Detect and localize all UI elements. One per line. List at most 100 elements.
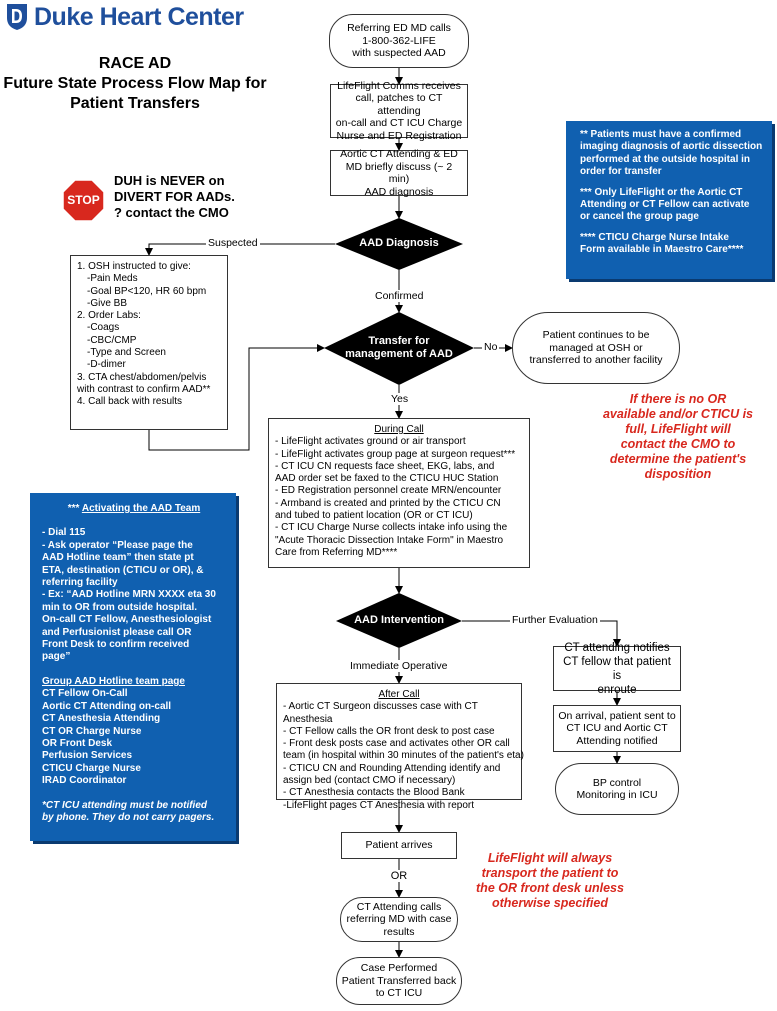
text-line: LifeFlight Comms receives [337, 79, 461, 92]
page-title: RACE AD Future State Process Flow Map fo… [0, 54, 270, 114]
text-line: -LifeFlight pages CT Anesthesia with rep… [283, 799, 475, 811]
divert-warning-line-1: DUH is NEVER on [114, 173, 225, 188]
text-line: management of AAD [345, 348, 453, 360]
divert-warning-line-2: DIVERT FOR AADs. [114, 189, 235, 204]
duke-heart-center-logo: Duke Heart Center [6, 0, 276, 34]
list-item: -Goal BP<120, HR 60 bpm [87, 285, 207, 297]
text-line: AAD diagnosis [364, 185, 434, 198]
text-line: assign bed (contact CMO if necessary) [283, 775, 456, 787]
text-line: LifeFlight will always [487, 851, 613, 865]
text-line: performed at the outside hospital in [580, 153, 751, 165]
text-line: Form available in Maestro Care**** [580, 244, 744, 256]
list-item: 3. CTA chest/abdomen/pelvis [77, 371, 207, 383]
text-line: disposition [644, 467, 712, 481]
text-line: available and/or CTICU is [602, 407, 754, 421]
text-line: and tubed to patient location (OR or CT … [275, 510, 473, 522]
list-item: 4. Call back with results [77, 396, 183, 408]
text-line: Attending or CT Fellow can activate [580, 199, 750, 211]
text-line: by phone. They do not carry pagers. [42, 811, 215, 823]
edge-label-further-evaluation: Further Evaluation [510, 614, 600, 626]
text-line: - Armband is created and printed by the … [275, 497, 501, 509]
during-call-heading: During Call [374, 424, 424, 435]
text-line: *CT ICU attending must be notified [42, 799, 207, 811]
activating-heading: *** Activating the AAD Team [42, 503, 226, 515]
text-lines: - LifeFlight activates ground or air tra… [275, 436, 523, 559]
text-line: imaging diagnosis of aortic dissection [580, 141, 763, 153]
title-line-1: RACE AD [98, 55, 172, 72]
text-line: MD briefly discuss (~ 2 min) [345, 160, 453, 186]
brand-name: Duke Heart Center [34, 2, 244, 31]
edge-label-no: No [482, 341, 500, 353]
text-line: determine the patient's [609, 452, 747, 466]
text-line: the OR front desk unless [476, 881, 624, 895]
text-line: contact the CMO to [620, 437, 736, 451]
text-line: otherwise specified [491, 896, 608, 910]
text-lines: 1. OSH instructed to give:-Pain Meds-Goa… [77, 261, 221, 409]
title-line-2: Future State Process Flow Map for [3, 75, 267, 92]
text-line: Referring ED MD calls [347, 22, 451, 35]
text-line [580, 179, 764, 187]
text-line: full, LifeFlight will [625, 422, 731, 436]
text-line: managed at OSH or [549, 341, 643, 354]
text-line: *** Only LifeFlight or the Aortic CT [580, 186, 743, 198]
text-line: - ED Registration personnel create MRN/e… [275, 485, 502, 497]
text-line: 1-800-362-LIFE [362, 34, 436, 47]
text-line: Aortic CT Attending & ED [340, 148, 458, 160]
text-line: **** CTICU Charge Nurse Intake [580, 231, 729, 243]
node-during-call: During Call - LifeFlight activates groun… [268, 418, 530, 568]
decision-diamond-transfer [324, 312, 474, 385]
text-line: page” [42, 651, 71, 663]
node-osh-instructions: 1. OSH instructed to give:-Pain Meds-Goa… [70, 255, 228, 430]
text-line: transferred to another facility [529, 354, 663, 367]
text-line: On arrival, patient sent to [558, 709, 676, 722]
text-lines: - Aortic CT Surgeon discusses case with … [283, 701, 524, 812]
or-label: OR [384, 870, 414, 882]
text-line: CTICU Charge Nurse [42, 762, 141, 774]
text-line: results [383, 925, 415, 938]
text-line: If there is no OR [629, 392, 727, 406]
text-line: OR Front Desk [42, 737, 113, 749]
decision-diamond-diagnosis [335, 218, 463, 270]
text-line: Perfusion Services [42, 750, 133, 762]
text-line: to CT ICU [375, 987, 423, 1000]
text-line: ** Patients must have a confirmed [580, 129, 742, 140]
text-line: CT fellow that patient is [563, 655, 671, 682]
node-after-call: After Call - Aortic CT Surgeon discusses… [276, 683, 524, 811]
text-line: - CTICU CN and Rounding Attending identi… [283, 762, 501, 774]
edge-label-yes: Yes [389, 393, 411, 405]
text-line: - CT Fellow calls the OR front desk to p… [283, 725, 495, 737]
text-line: AAD order set be faxed to the CTICU HUC … [275, 473, 499, 485]
text-line: CT ICU and Aortic CT [566, 722, 668, 735]
text-line: - Front desk posts case and activates ot… [283, 738, 510, 750]
list-item: -Type and Screen [87, 347, 166, 359]
stop-sign-label: STOP [67, 193, 100, 207]
text-line: - CT ICU CN requests face sheet, EKG, la… [275, 460, 495, 472]
group-page-heading: Group AAD Hotline team page [42, 675, 185, 687]
edge-label-immediate-operative: Immediate Operative [348, 660, 450, 672]
list-item: -Coags [87, 322, 120, 334]
text-line: Patient Transferred back [341, 974, 457, 987]
text-line: Care from Referring MD**** [275, 546, 398, 558]
divert-warning-line-3: ? contact the CMO [114, 205, 229, 220]
after-call-heading: After Call [378, 689, 420, 700]
text-line: CT OR Charge Nurse [42, 725, 142, 737]
text-line: - Ex: “AAD Hotline MRN XXXX eta 30 [42, 589, 216, 601]
list-item: with contrast to confirm AAD** [77, 383, 211, 395]
text-line: "Acute Thoracic Dissection Intake Form" … [275, 534, 504, 546]
text-line: Front Desk to confirm received [42, 639, 190, 651]
